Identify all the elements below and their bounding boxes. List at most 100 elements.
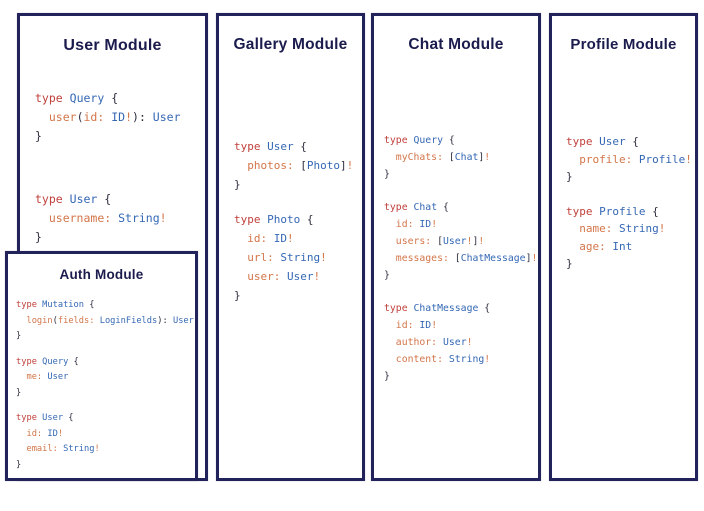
code-line: age: Int	[566, 238, 695, 256]
code-token: [	[442, 151, 455, 163]
code-token	[35, 110, 49, 124]
code-token: ID	[111, 110, 126, 124]
code-token: }	[384, 269, 390, 281]
code-token: id:	[83, 110, 105, 124]
profile-module-title: Profile Module	[570, 36, 677, 53]
code-line: me: User	[16, 370, 195, 386]
code-line: }	[384, 268, 538, 285]
code-token: profile:	[579, 152, 633, 166]
code-token: {	[625, 135, 639, 148]
code-token: String	[280, 251, 321, 264]
code-line: }	[384, 167, 538, 184]
code-token: {	[645, 204, 659, 218]
code-token: messages:	[395, 252, 449, 264]
code-token: {	[300, 213, 314, 226]
code-block: type Mutation { login(fields: LoginField…	[16, 298, 195, 345]
code-line: }	[234, 175, 362, 194]
code-token: !	[431, 320, 438, 332]
code-token: content:	[395, 353, 443, 365]
code-token: id:	[395, 320, 414, 332]
code-token: ChatMessage	[413, 303, 479, 315]
code-line: myChats: [Chat]!	[384, 150, 538, 167]
code-block: type Query { user(id: ID!): User}	[35, 89, 205, 146]
code-token: !	[431, 219, 438, 231]
code-token: User	[172, 315, 194, 326]
code-token: User	[267, 140, 294, 153]
code-token	[632, 153, 639, 166]
code-token	[234, 232, 247, 245]
code-token: User	[443, 336, 467, 348]
code-token: ID	[47, 428, 58, 439]
code-token: }	[566, 170, 573, 183]
code-token: }	[16, 459, 22, 470]
code-token: type	[16, 300, 37, 310]
code-token: {	[63, 413, 74, 423]
code-token	[384, 320, 396, 331]
code-token: !	[466, 235, 473, 247]
code-line: type Mutation {	[16, 298, 195, 314]
code-token: ID	[419, 219, 432, 231]
code-token: !	[320, 251, 327, 264]
profile-module-code: type User { profile: Profile!}type Profi…	[552, 133, 695, 273]
code-token: name:	[579, 222, 613, 235]
code-line: }	[566, 168, 695, 186]
code-line: messages: [ChatMessage]!	[384, 251, 538, 268]
code-line: name: String!	[566, 220, 695, 238]
user-module-title: User Module	[63, 37, 162, 54]
code-token: }	[234, 178, 241, 191]
code-token: User	[442, 235, 467, 247]
code-block: type Query { me: User}	[16, 355, 195, 402]
code-token: {	[68, 356, 79, 367]
code-line: profile: Profile!	[566, 151, 695, 169]
code-line: email: String!	[16, 442, 195, 458]
code-token	[16, 444, 26, 454]
code-token: (	[76, 110, 84, 124]
code-token: type	[35, 91, 63, 105]
code-token	[35, 211, 49, 225]
code-line: type Profile {	[566, 203, 695, 221]
code-line: author: User!	[384, 335, 538, 352]
code-token: String	[63, 444, 95, 454]
code-token: Int	[612, 239, 633, 253]
code-token: User	[152, 110, 181, 124]
gallery-module-code: type User { photos: [Photo]!}type Photo …	[219, 137, 362, 305]
code-token	[384, 152, 396, 163]
code-token	[384, 219, 396, 230]
code-token: user:	[247, 270, 281, 283]
code-token: LoginFields	[99, 315, 158, 326]
code-token: !	[484, 353, 491, 365]
code-line: type User {	[35, 190, 205, 209]
code-token: ChatMessage	[460, 252, 526, 264]
code-token: !	[478, 235, 485, 247]
code-line: type User {	[234, 137, 362, 156]
code-line: }	[566, 255, 695, 273]
code-line: type Query {	[16, 355, 195, 371]
code-token: !	[484, 151, 491, 163]
chat-module-code: type Query { myChats: [Chat]!}type Chat …	[374, 133, 538, 385]
code-token: users:	[395, 235, 432, 247]
code-token: }	[566, 257, 573, 270]
code-token: Mutation	[42, 300, 84, 310]
code-token: }	[384, 370, 390, 382]
code-line: type ChatMessage {	[384, 301, 538, 318]
code-token	[384, 236, 396, 247]
code-token: String	[118, 211, 160, 225]
code-token: User	[69, 192, 98, 206]
code-token: ]	[525, 252, 532, 264]
code-token: !	[159, 211, 167, 225]
code-token: {	[478, 303, 491, 315]
code-token: id:	[26, 428, 43, 439]
code-token	[384, 354, 396, 365]
code-token: fields:	[57, 315, 95, 326]
code-token	[280, 270, 287, 283]
code-token: Query	[413, 135, 444, 146]
code-token: type	[16, 413, 37, 423]
code-token: [	[431, 235, 443, 247]
code-token	[63, 192, 70, 206]
code-token: Chat	[413, 202, 438, 214]
code-token: Profile	[599, 204, 646, 218]
code-line: type User {	[16, 411, 195, 427]
code-token: ]	[478, 151, 485, 163]
code-token: }	[16, 331, 22, 341]
